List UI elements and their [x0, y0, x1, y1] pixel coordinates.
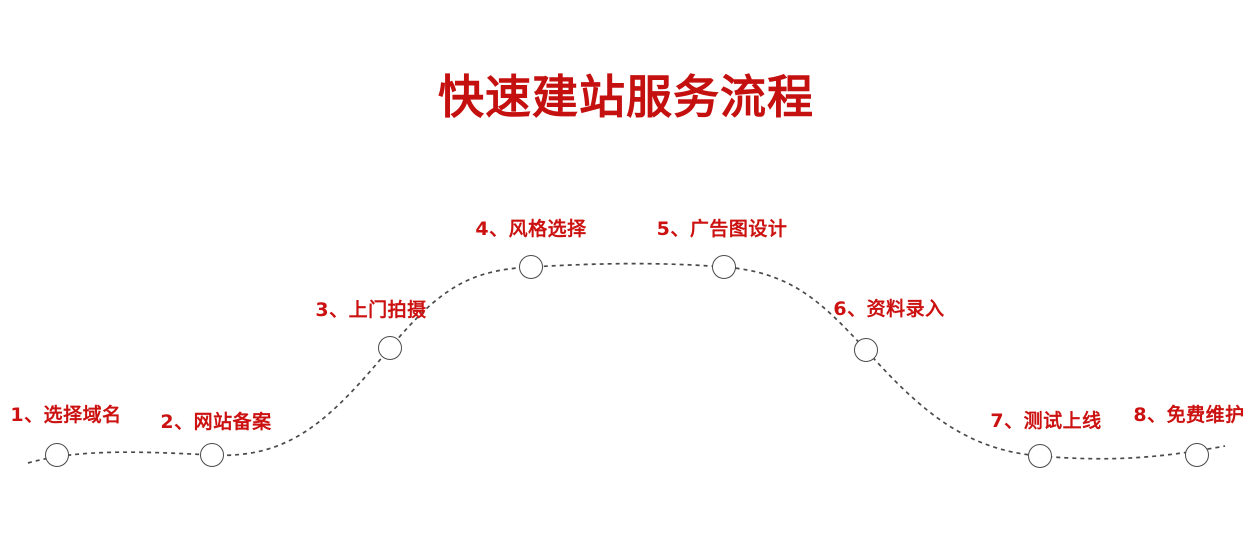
flow-step-label-5: 5、广告图设计	[656, 218, 788, 240]
flow-step-label-2: 2、网站备案	[160, 411, 272, 433]
flow-step-label-6: 6、资料录入	[833, 298, 945, 320]
flow-node-2[interactable]	[200, 443, 224, 467]
flow-node-4[interactable]	[519, 255, 543, 279]
flow-node-6[interactable]	[854, 338, 878, 362]
flow-node-7[interactable]	[1028, 444, 1052, 468]
flow-step-label-1: 1、选择域名	[10, 404, 122, 426]
flow-step-label-4: 4、风格选择	[475, 218, 587, 240]
flow-node-1[interactable]	[45, 443, 69, 467]
flow-curve-path	[27, 262, 1226, 464]
flow-step-label-8: 8、免费维护	[1133, 404, 1245, 426]
flow-step-label-3: 3、上门拍摄	[315, 299, 427, 321]
flow-step-label-7: 7、测试上线	[990, 410, 1102, 432]
flow-node-5[interactable]	[712, 255, 736, 279]
flow-node-3[interactable]	[378, 336, 402, 360]
page-title: 快速建站服务流程	[438, 70, 814, 124]
flow-node-8[interactable]	[1185, 443, 1209, 467]
